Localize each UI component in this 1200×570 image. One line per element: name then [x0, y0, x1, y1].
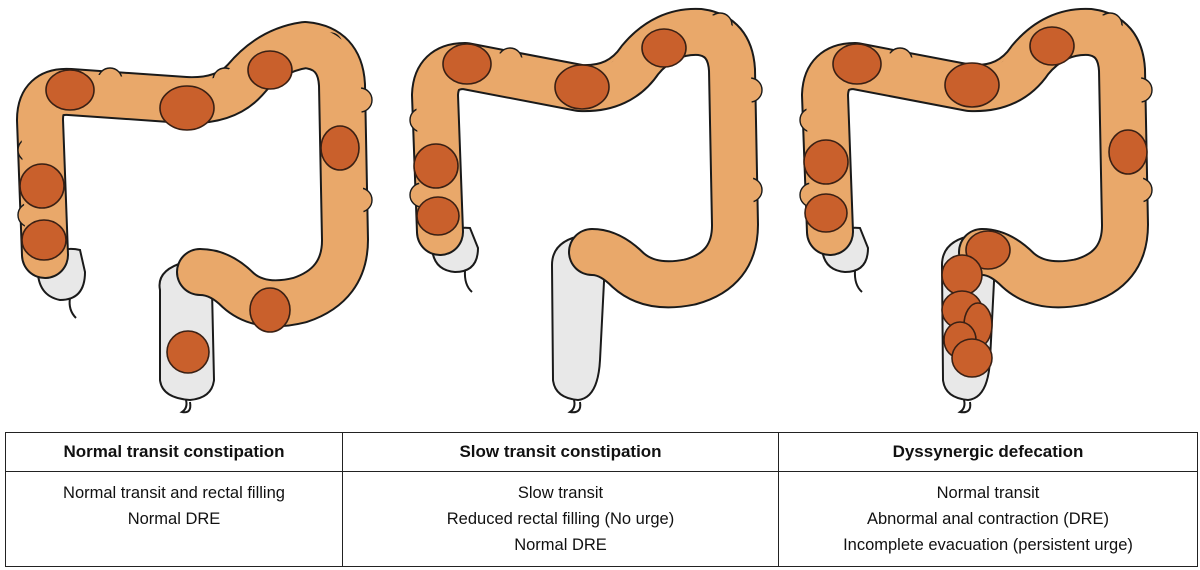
stool-mass [1029, 26, 1075, 66]
anus [179, 399, 192, 414]
desc-line: Normal transit and rectal filling [63, 484, 285, 502]
stool-mass [159, 85, 215, 131]
stool-mass [965, 230, 1011, 270]
colon-slow-transit [409, 7, 763, 414]
stool-mass [832, 43, 882, 85]
stool-mass [166, 330, 210, 374]
stool-mass [320, 125, 360, 171]
anus [567, 399, 582, 414]
stool-mass [413, 143, 459, 189]
desc-line: Reduced rectal filling (No urge) [446, 510, 675, 528]
stool-mass [45, 69, 95, 111]
desc-line: Normal DRE [514, 536, 607, 554]
stool-mass [951, 338, 993, 378]
stool-mass [803, 139, 849, 185]
desc-line: Normal DRE [127, 510, 221, 528]
desc-slow-transit: Slow transit Reduced rectal filling (No … [342, 471, 779, 567]
stool-mass [641, 28, 687, 68]
title-normal-transit: Normal transit constipation [5, 432, 343, 472]
anus [957, 399, 972, 414]
table-body-row: Normal transit and rectal filling Normal… [5, 471, 1198, 567]
stool-mass [416, 196, 460, 236]
rectum [550, 233, 607, 402]
colon-diagrams [16, 7, 1153, 414]
desc-line: Incomplete evacuation (persistent urge) [843, 536, 1133, 554]
stool-mass [19, 163, 65, 209]
title-dyssynergic: Dyssynergic defecation [778, 432, 1198, 472]
stool-mass [941, 254, 983, 296]
appendix [853, 269, 863, 293]
desc-normal-transit: Normal transit and rectal filling Normal… [5, 471, 343, 567]
stool-mass [21, 219, 67, 261]
stool-mass [247, 50, 293, 90]
desc-line: Abnormal anal contraction (DRE) [866, 510, 1110, 528]
title-slow-transit: Slow transit constipation [342, 432, 779, 472]
colon-dyssynergic [799, 7, 1153, 414]
stool-mass [249, 287, 291, 333]
stool-mass [442, 43, 492, 85]
stool-mass [1108, 129, 1148, 175]
desc-dyssynergic: Normal transit Abnormal anal contraction… [778, 471, 1198, 567]
colon-normal-transit [16, 21, 373, 414]
appendix [463, 269, 473, 293]
stool-mass [944, 62, 1000, 108]
table-header-row: Normal transit constipation Slow transit… [5, 432, 1198, 472]
desc-line: Normal transit [936, 484, 1040, 502]
stool-mass [804, 193, 848, 233]
appendix [68, 297, 77, 319]
stool-mass [554, 64, 610, 110]
classification-table: Normal transit constipation Slow transit… [5, 432, 1198, 567]
desc-line: Slow transit [517, 484, 604, 502]
